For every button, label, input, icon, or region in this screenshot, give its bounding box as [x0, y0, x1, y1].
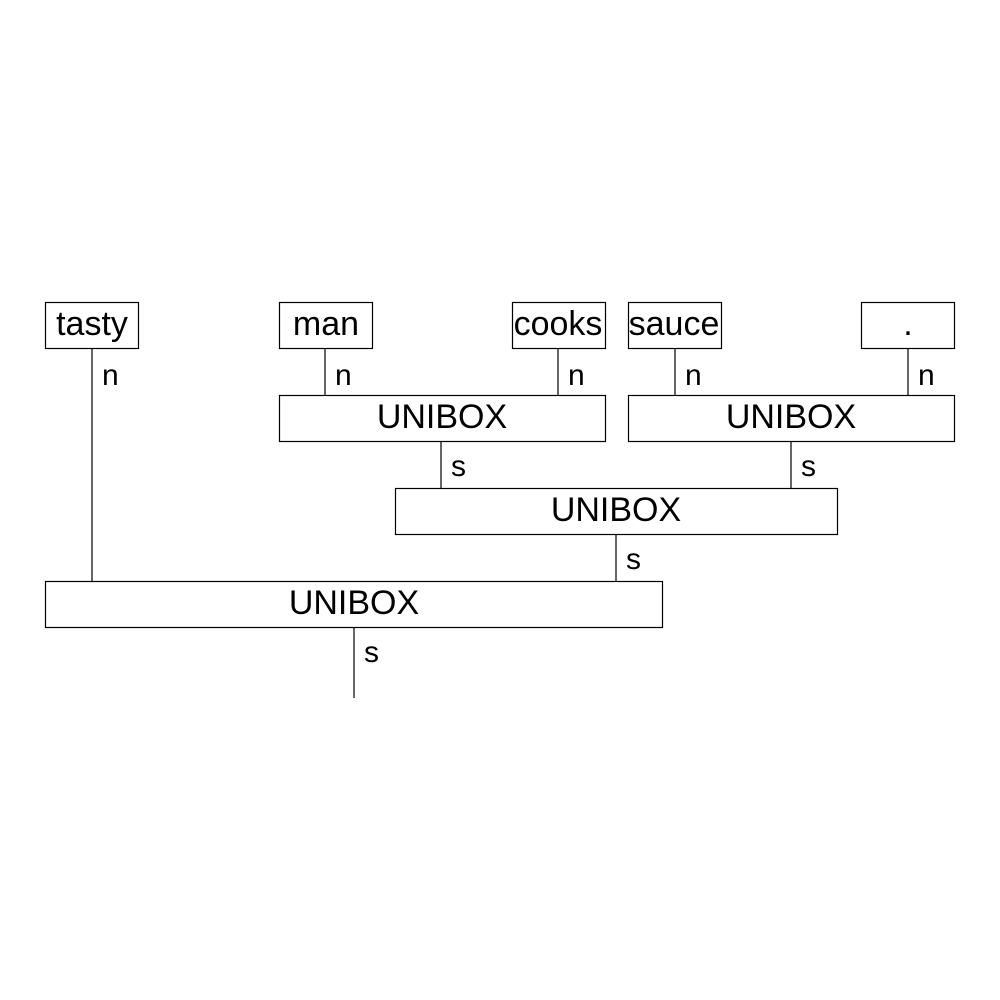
wire-label-box-man-cooks: s [451, 450, 466, 483]
wire-label-box-sauce-period: s [801, 450, 816, 483]
wire-label-period: n [918, 359, 935, 392]
unibox-label: UNIBOX [726, 398, 856, 436]
wire-label-box-bottom: s [364, 636, 379, 669]
word-box-cooks: cooks [511, 301, 607, 350]
word-text-cooks: cooks [514, 305, 603, 343]
wire-label-man: n [335, 359, 352, 392]
word-box-tasty: tasty [44, 301, 140, 350]
word-text-tasty: tasty [56, 305, 128, 343]
unibox-sauce-period: UNIBOX [627, 394, 956, 443]
word-text-man: man [293, 305, 359, 343]
wire-label-box-middle: s [626, 543, 641, 576]
word-text-period: . [903, 305, 912, 343]
word-box-man: man [278, 301, 374, 350]
wire-label-tasty: n [102, 359, 119, 392]
word-box-sauce: sauce [627, 301, 723, 350]
unibox-man-cooks: UNIBOX [278, 394, 607, 443]
unibox-bottom: UNIBOX [44, 580, 664, 629]
unibox-label: UNIBOX [377, 398, 507, 436]
wire-label-cooks: n [568, 359, 585, 392]
wire-label-sauce: n [685, 359, 702, 392]
word-text-sauce: sauce [629, 305, 720, 343]
unibox-label: UNIBOX [551, 491, 681, 529]
unibox-middle: UNIBOX [394, 487, 839, 536]
word-box-period: . [860, 301, 956, 350]
unibox-label: UNIBOX [289, 584, 419, 622]
